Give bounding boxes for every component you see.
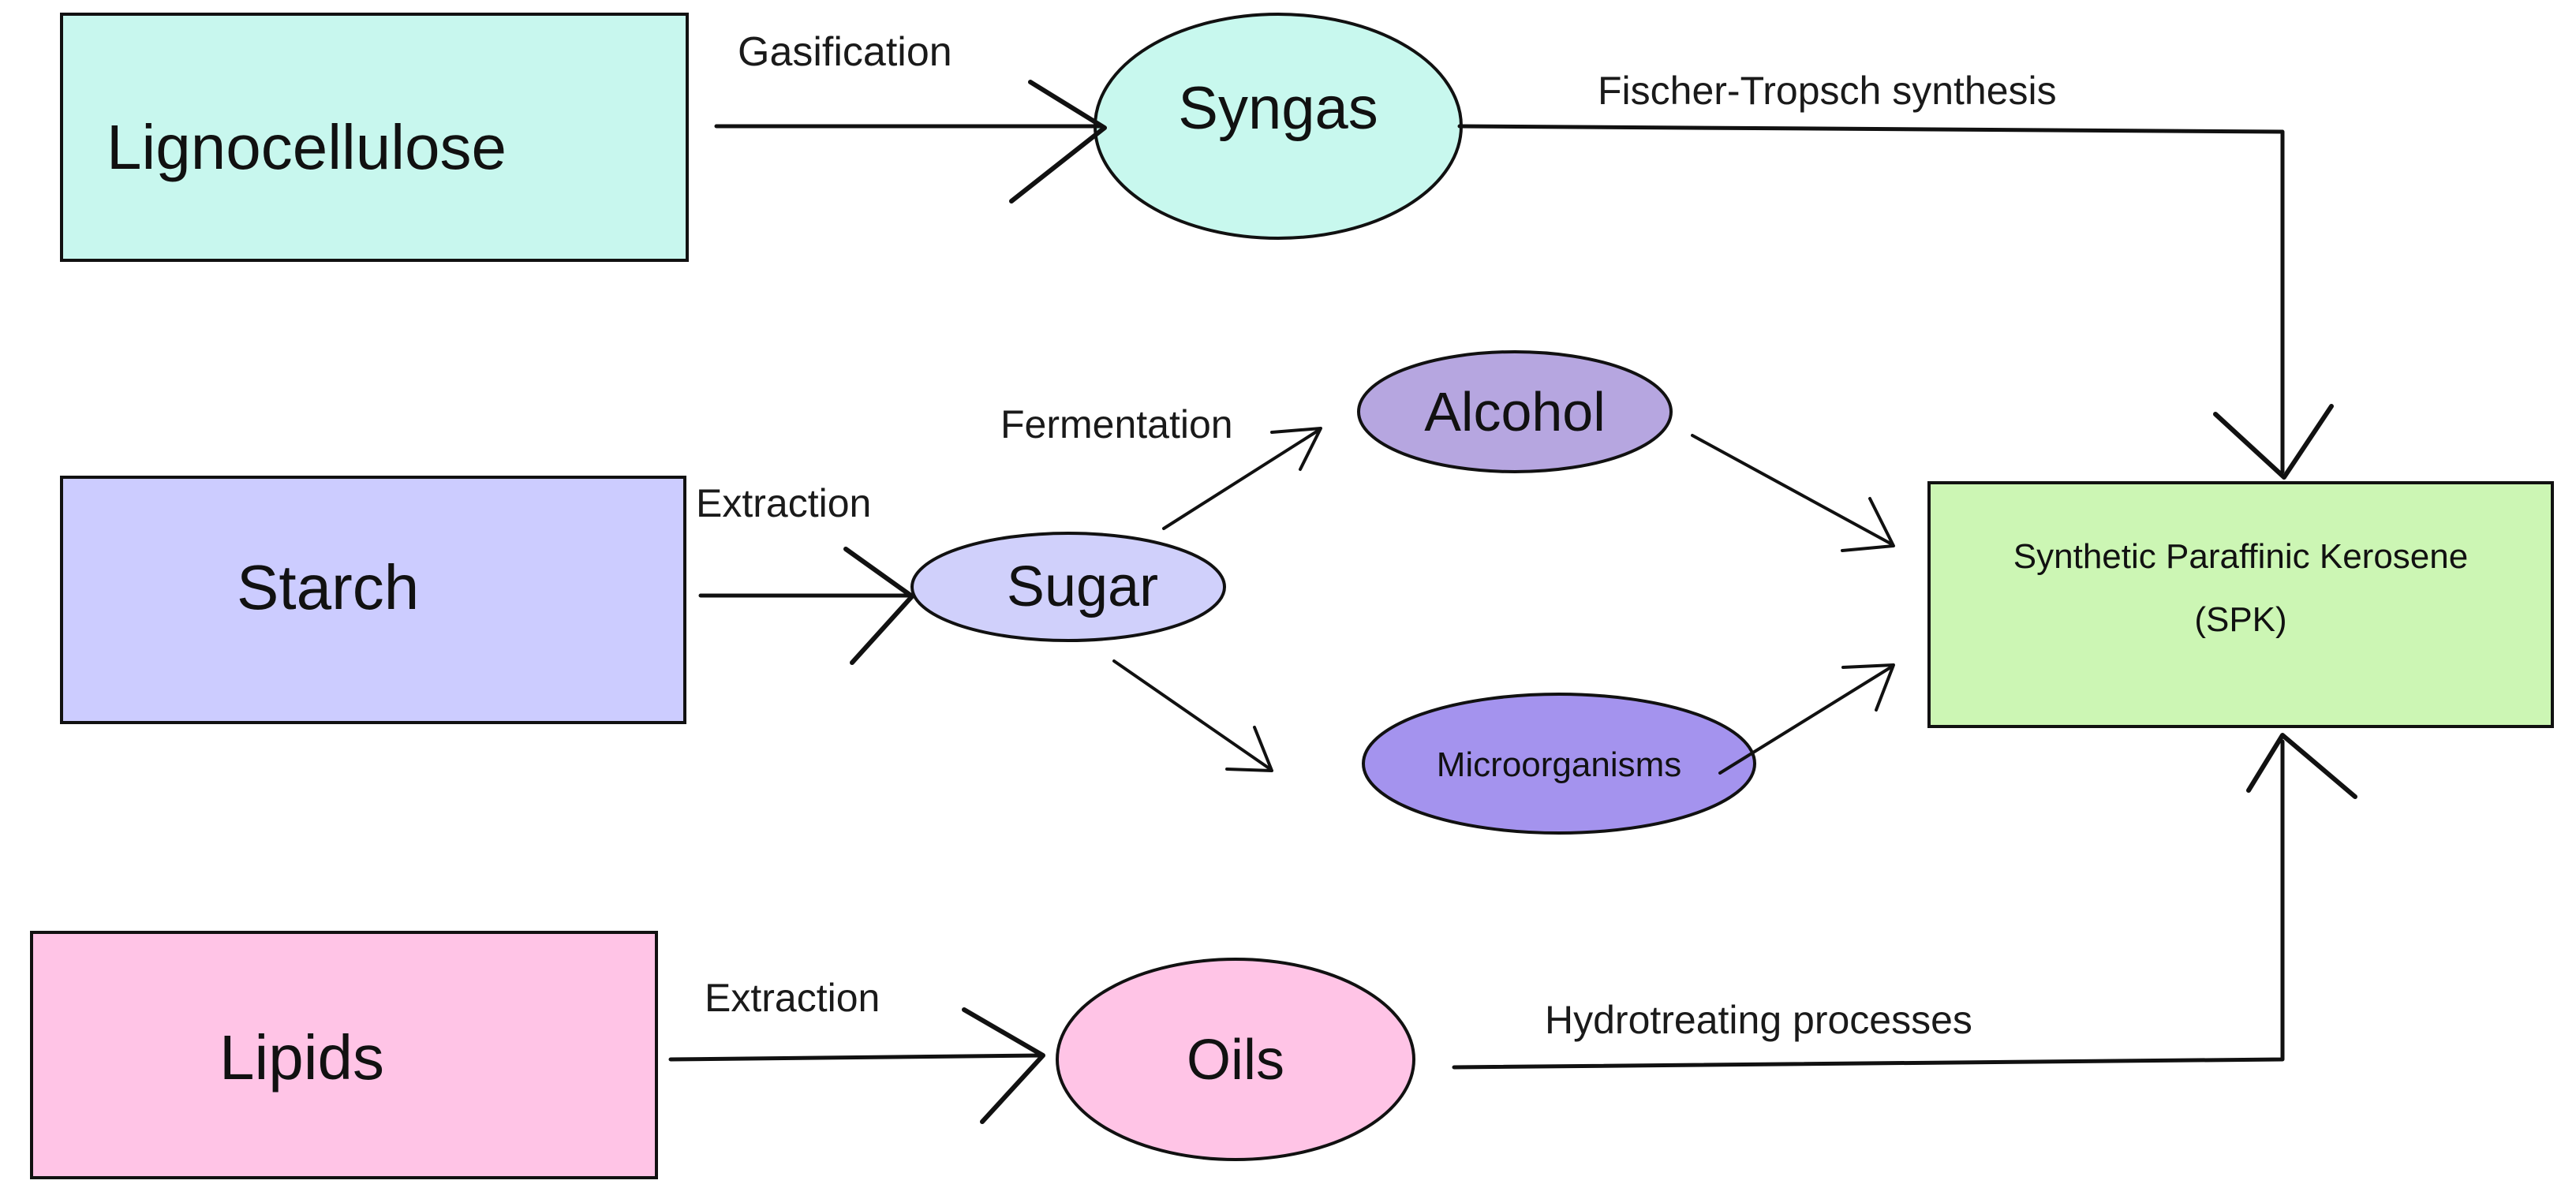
edge-hydrotreating-label: Hydrotreating processes <box>1545 998 1972 1042</box>
edge-hydrotreating: Hydrotreating processes <box>1452 733 2357 1070</box>
edge-extraction-starch-label: Extraction <box>696 481 871 525</box>
node-lignocellulose-box <box>60 13 689 262</box>
edge-alcohol-spk <box>1691 434 1895 552</box>
node-spk-label-line2: (SPK) <box>2194 600 2286 639</box>
edge-hydrotreating-arrowhead <box>2246 733 2357 799</box>
edge-extraction-starch-arrowhead <box>843 547 914 665</box>
edge-sugar-microorganisms <box>1112 659 1273 772</box>
edge-fischer-tropsch-arrowhead <box>2213 404 2334 480</box>
edge-fischer-tropsch-line <box>1457 124 2285 474</box>
edge-extraction-lipids-arrowhead <box>962 1007 1045 1124</box>
node-syngas-label: Syngas <box>1178 75 1378 142</box>
node-starch-box <box>60 476 686 724</box>
node-microorganisms-label: Microorganisms <box>1437 745 1682 784</box>
node-starch-label: Starch <box>237 552 419 622</box>
node-sugar: Sugar <box>910 532 1226 642</box>
edge-fermentation-line <box>1162 428 1321 530</box>
node-spk-label-line1: Synthetic Paraffinic Kerosene <box>2013 537 2468 576</box>
node-starch: Starch <box>60 476 686 724</box>
node-oils-label: Oils <box>1187 1029 1284 1092</box>
edge-sugar-microorganisms-line <box>1112 659 1272 771</box>
edge-sugar-microorganisms-arrowhead <box>1225 726 1273 772</box>
edge-extraction-lipids: Extraction <box>668 976 1045 1124</box>
node-syngas: Syngas <box>1094 13 1463 240</box>
edge-alcohol-spk-line <box>1691 434 1894 546</box>
edge-gasification-label: Gasification <box>738 29 952 75</box>
edge-microorganisms-spk-arrowhead <box>1841 663 1895 712</box>
edge-microorganisms-spk-line <box>1718 665 1894 775</box>
node-microorganisms-ellipse <box>1362 693 1756 835</box>
edge-gasification-arrowhead <box>1009 80 1107 204</box>
node-alcohol-ellipse <box>1357 350 1673 473</box>
node-alcohol: Alcohol <box>1357 350 1673 473</box>
node-lipids: Lipids <box>30 931 658 1179</box>
edge-fischer-tropsch-label: Fischer-Tropsch synthesis <box>1598 69 2057 113</box>
edge-extraction-lipids-label: Extraction <box>705 976 880 1020</box>
node-oils: Oils <box>1056 958 1415 1161</box>
node-alcohol-label: Alcohol <box>1424 381 1606 443</box>
edge-extraction-lipids-line <box>668 1053 1044 1062</box>
node-sugar-label: Sugar <box>1007 555 1158 618</box>
edge-fischer-tropsch: Fischer-Tropsch synthesis <box>1457 69 2334 480</box>
node-sugar-ellipse <box>910 532 1226 642</box>
node-spk-box <box>1927 481 2554 728</box>
node-microorganisms: Microorganisms <box>1362 693 1756 835</box>
edge-fermentation-arrowhead <box>1270 427 1322 471</box>
node-spk: Synthetic Paraffinic Kerosene (SPK) <box>1927 481 2554 728</box>
node-lignocellulose-label: Lignocellulose <box>107 112 507 182</box>
edge-extraction-starch: Extraction <box>696 481 914 665</box>
edge-alcohol-spk-arrowhead <box>1841 497 1895 552</box>
node-oils-ellipse <box>1056 958 1415 1161</box>
edge-hydrotreating-line <box>1452 739 2285 1070</box>
edge-microorganisms-spk <box>1718 663 1895 775</box>
node-lignocellulose: Lignocellulose <box>60 13 689 262</box>
edge-gasification: Gasification <box>714 29 1107 204</box>
node-lipids-label: Lipids <box>219 1022 384 1093</box>
edge-fermentation: Fermentation <box>1000 402 1322 530</box>
edge-fermentation-label: Fermentation <box>1000 402 1233 446</box>
node-lipids-box <box>30 931 658 1179</box>
